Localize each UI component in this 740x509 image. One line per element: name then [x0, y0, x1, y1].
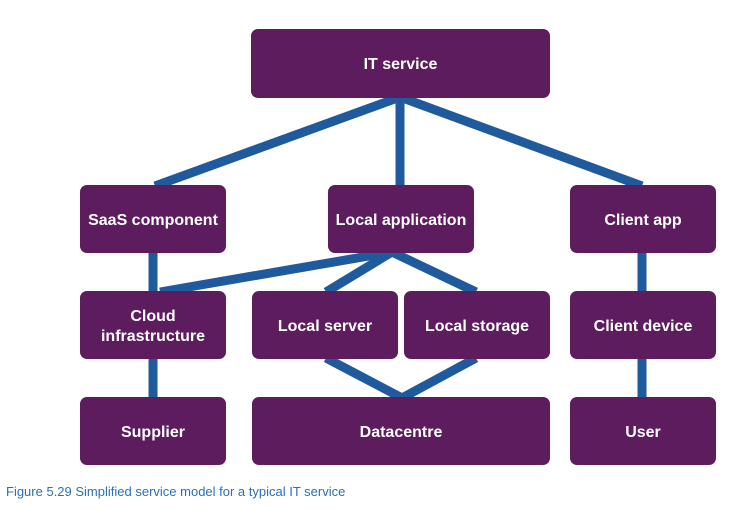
node-local-storage	[404, 291, 550, 359]
label-local-storage: Local storage	[425, 318, 529, 335]
node-datacentre	[252, 397, 550, 465]
label-local-server: Local server	[278, 318, 372, 335]
label-saas-component: SaaS component	[88, 212, 218, 229]
connector-it-service-saas	[153, 92, 402, 191]
nodes	[80, 29, 716, 465]
label-supplier: Supplier	[121, 424, 185, 441]
node-labels: IT service SaaS component Local applicat…	[88, 56, 692, 441]
connector-it-service-client-app	[398, 92, 644, 191]
connector-local-application-local-storage	[390, 247, 478, 297]
node-local-application	[328, 185, 474, 253]
node-supplier	[80, 397, 226, 465]
label-client-app: Client app	[604, 212, 682, 229]
connector-local-application-cloud	[159, 247, 393, 297]
connector-local-storage-datacentre	[399, 354, 479, 402]
label-cloud-infrastructure-line2: infrastructure	[101, 328, 205, 345]
figure-caption: Figure 5.29 Simplified service model for…	[6, 484, 346, 499]
label-datacentre: Datacentre	[360, 424, 443, 441]
node-saas-component	[80, 185, 226, 253]
label-user: User	[625, 424, 661, 441]
label-client-device: Client device	[594, 318, 693, 335]
label-it-service: IT service	[364, 56, 438, 73]
node-client-app	[570, 185, 716, 253]
node-it-service	[251, 29, 550, 98]
label-cloud-infrastructure-line1: Cloud	[130, 308, 175, 325]
label-local-application: Local application	[336, 212, 467, 229]
node-user	[570, 397, 716, 465]
node-client-device	[570, 291, 716, 359]
node-cloud-infrastructure	[80, 291, 226, 359]
connector-local-application-local-server	[323, 248, 395, 296]
connectors	[148, 92, 647, 402]
node-local-server	[252, 291, 398, 359]
connector-local-server-datacentre	[323, 354, 405, 402]
